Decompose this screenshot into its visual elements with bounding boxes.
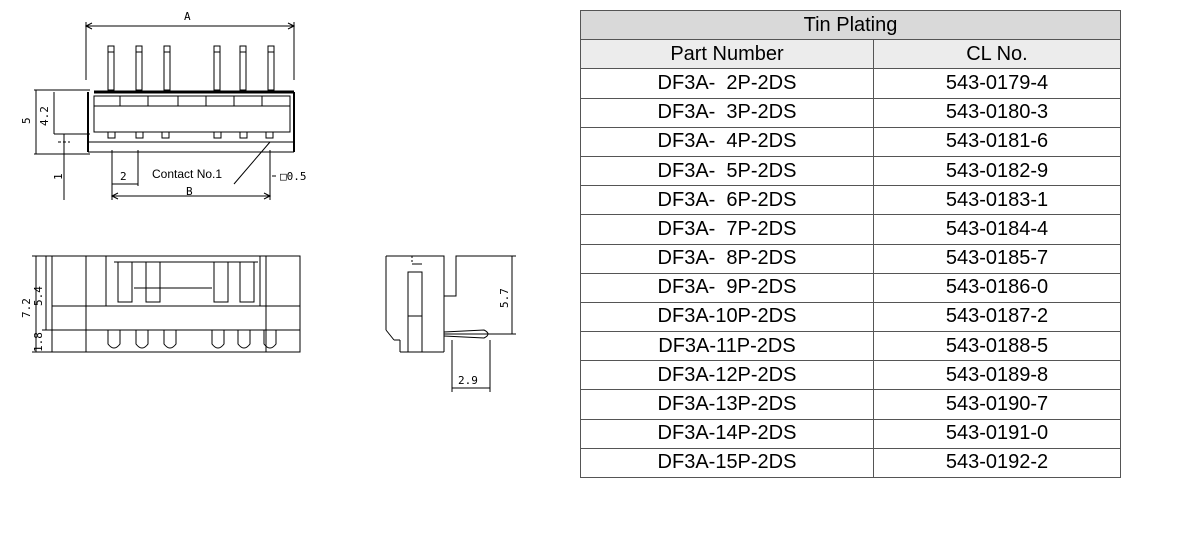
connector-drawing: A 5 4.2 1 2 Contact No.1 B □0.5 7.2 5.4 … bbox=[20, 10, 516, 392]
part-number-cell: DF3A-12P-2DS bbox=[580, 360, 874, 391]
cl-no-cell: 543-0184-4 bbox=[873, 214, 1121, 245]
pin-size-label: □0.5 bbox=[280, 170, 307, 183]
column-header-part-number: Part Number bbox=[580, 39, 874, 70]
side-view bbox=[385, 255, 516, 392]
part-number-cell: DF3A- 5P-2DS bbox=[580, 155, 874, 187]
dim-4-2-label: 4.2 bbox=[38, 106, 51, 126]
cl-no-cell: 543-0185-7 bbox=[873, 243, 1121, 274]
dim-a-label: A bbox=[184, 10, 191, 23]
dim-1-label: 1 bbox=[52, 173, 65, 180]
part-number-cell: DF3A- 2P-2DS bbox=[580, 68, 874, 99]
cl-no-cell: 543-0180-3 bbox=[873, 97, 1121, 128]
dim-1-8-label: 1.8 bbox=[32, 332, 45, 352]
cl-no-cell: 543-0190-7 bbox=[873, 389, 1121, 420]
dim-2-9-label: 2.9 bbox=[458, 374, 478, 387]
dim-b-label: B bbox=[186, 185, 193, 198]
part-number-cell: DF3A-10P-2DS bbox=[580, 301, 874, 333]
part-number-cell: DF3A- 4P-2DS bbox=[580, 126, 874, 157]
part-number-cell: DF3A-13P-2DS bbox=[580, 389, 874, 420]
part-number-cell: DF3A- 8P-2DS bbox=[580, 243, 874, 274]
cl-no-cell: 543-0188-5 bbox=[873, 331, 1121, 362]
cl-no-cell: 543-0186-0 bbox=[873, 272, 1121, 303]
front-view bbox=[32, 255, 301, 353]
cl-no-cell: 543-0181-6 bbox=[873, 126, 1121, 157]
dim-2-label: 2 bbox=[120, 170, 127, 183]
part-number-cell: DF3A-14P-2DS bbox=[580, 418, 874, 449]
cl-no-cell: 543-0183-1 bbox=[873, 185, 1121, 216]
dim-5-label: 5 bbox=[20, 117, 33, 124]
dim-7-2-label: 7.2 bbox=[20, 298, 33, 318]
dim-5-7-label: 5.7 bbox=[498, 288, 511, 308]
cl-no-cell: 543-0182-9 bbox=[873, 155, 1121, 187]
cl-no-cell: 543-0189-8 bbox=[873, 360, 1121, 391]
part-number-cell: DF3A- 9P-2DS bbox=[580, 272, 874, 303]
cl-no-cell: 543-0191-0 bbox=[873, 418, 1121, 449]
contact-no-label: Contact No.1 bbox=[152, 167, 222, 181]
tin-plating-table: Tin Plating Part Number CL No. DF3A- 2P-… bbox=[580, 9, 1121, 479]
part-number-cell: DF3A- 7P-2DS bbox=[580, 214, 874, 245]
part-number-cell: DF3A-15P-2DS bbox=[580, 447, 874, 479]
table-title: Tin Plating bbox=[580, 9, 1121, 41]
part-number-cell: DF3A- 6P-2DS bbox=[580, 185, 874, 216]
part-number-cell: DF3A-11P-2DS bbox=[580, 331, 874, 362]
top-view bbox=[34, 22, 296, 200]
part-number-cell: DF3A- 3P-2DS bbox=[580, 97, 874, 128]
cl-no-cell: 543-0179-4 bbox=[873, 68, 1121, 99]
column-header-cl-no: CL No. bbox=[873, 39, 1121, 70]
cl-no-cell: 543-0187-2 bbox=[873, 301, 1121, 333]
dim-5-4-label: 5.4 bbox=[32, 286, 45, 306]
cl-no-cell: 543-0192-2 bbox=[873, 447, 1121, 479]
